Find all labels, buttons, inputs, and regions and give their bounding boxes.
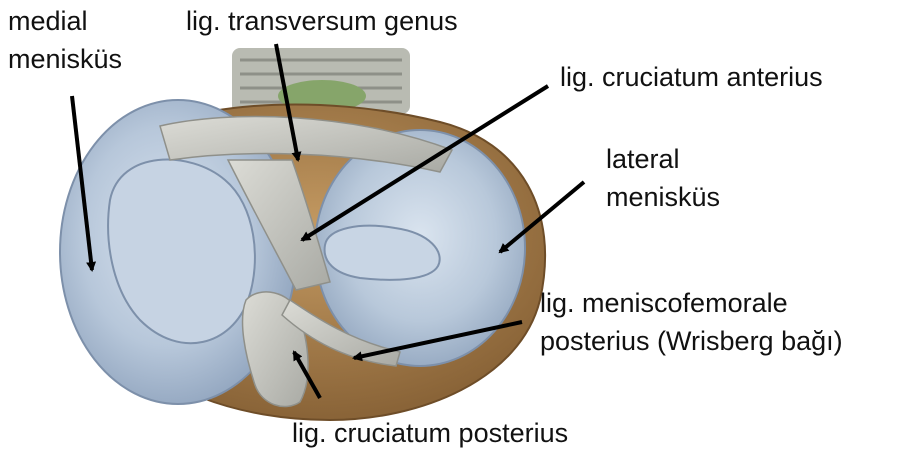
label-meniscofemorale-line2: posterius (Wrisberg bağı) bbox=[540, 324, 843, 358]
label-meniscofemorale-line1: lig. meniscofemorale bbox=[540, 286, 788, 320]
label-lateral-line2: menisküs bbox=[606, 180, 720, 214]
label-lateral-line1: lateral bbox=[606, 142, 680, 176]
label-medial-line2: menisküs bbox=[8, 42, 122, 76]
label-lig-cruciatum-posterius: lig. cruciatum posterius bbox=[292, 416, 568, 450]
label-lig-cruciatum-anterius: lig. cruciatum anterius bbox=[560, 60, 823, 94]
label-lig-transversum-genus: lig. transversum genus bbox=[186, 4, 458, 38]
label-medial-line1: medial bbox=[8, 4, 88, 38]
